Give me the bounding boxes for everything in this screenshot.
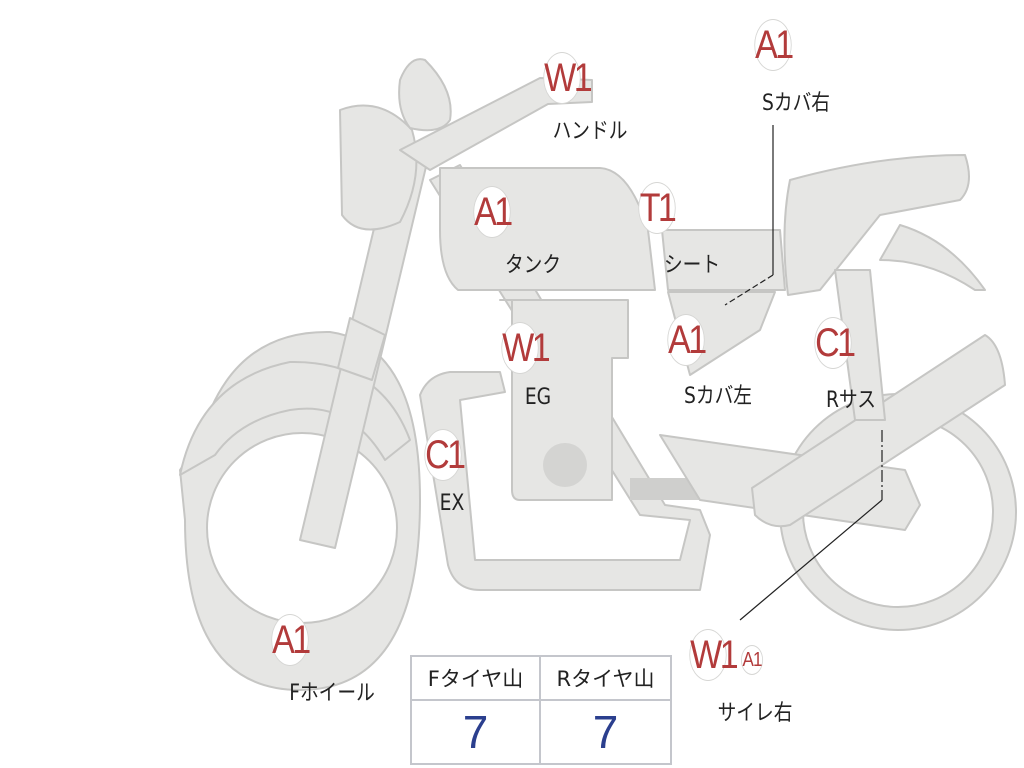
marker-label-silencer-right: サイレ右 bbox=[717, 701, 793, 726]
marker-label-seat: シート bbox=[663, 253, 721, 278]
marker-label-tank: タンク bbox=[504, 253, 562, 278]
marker-code-exhaust: C1 bbox=[424, 429, 466, 481]
seat bbox=[661, 229, 786, 291]
marker-label-handle: ハンドル bbox=[552, 119, 628, 144]
front-tire-header: Fタイヤ山 bbox=[412, 657, 541, 701]
leader-line-silencer bbox=[739, 499, 883, 621]
rear-cowl bbox=[783, 154, 970, 296]
leader-line-scover-right-dash bbox=[724, 274, 774, 306]
rear-fender bbox=[879, 224, 986, 291]
marker-label-side-cover-right: Sカバ右 bbox=[762, 91, 830, 116]
marker-code-handle: W1 bbox=[543, 52, 593, 104]
fork-bracket bbox=[337, 317, 386, 381]
marker-label-engine: EG bbox=[524, 385, 552, 410]
marker-code-tank: A1 bbox=[473, 186, 513, 238]
marker-label-rear-suspension: Rサス bbox=[825, 388, 877, 413]
marker-label-front-wheel: Fホイール bbox=[289, 681, 375, 706]
marker-code-side-cover-left: A1 bbox=[667, 314, 707, 366]
marker-code-side-cover-right: A1 bbox=[754, 19, 794, 71]
marker-code2-silencer-right: A1 bbox=[740, 645, 764, 675]
handlebar bbox=[399, 77, 593, 171]
headlight bbox=[339, 104, 418, 231]
marker-code-seat: T1 bbox=[638, 182, 677, 234]
tire-tread-table: Fタイヤ山 Rタイヤ山 7 7 bbox=[410, 655, 672, 765]
footpeg bbox=[630, 478, 700, 500]
rear-tire-value: 7 bbox=[592, 706, 619, 758]
marker-label-exhaust: EX bbox=[439, 491, 465, 516]
mirror bbox=[398, 58, 452, 132]
rear-shock bbox=[834, 269, 886, 421]
marker-code-front-wheel: A1 bbox=[271, 614, 311, 666]
marker-code-engine: W1 bbox=[501, 322, 551, 374]
marker-code-rear-suspension: C1 bbox=[814, 317, 856, 369]
marker-code-silencer-right: W1 bbox=[689, 629, 739, 681]
front-tire-value: 7 bbox=[412, 701, 541, 763]
engine-cover bbox=[543, 443, 587, 487]
marker-label-side-cover-left: Sカバ左 bbox=[684, 384, 752, 409]
rear-tire-header: Rタイヤ山 bbox=[541, 657, 670, 701]
muffler bbox=[751, 334, 1006, 528]
